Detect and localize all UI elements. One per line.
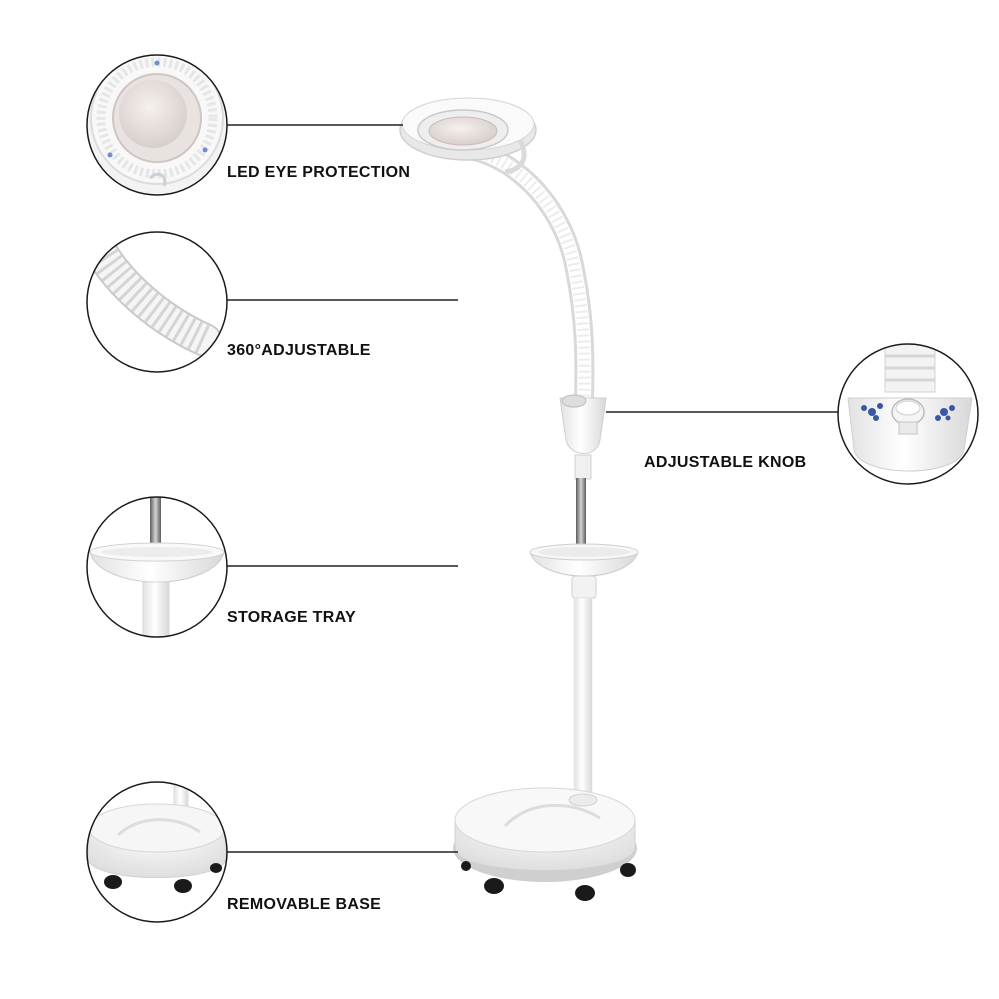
knob-housing xyxy=(559,394,607,480)
lamp-head xyxy=(399,97,537,175)
callout-360-adjustable: 360°ADJUSTABLE xyxy=(227,342,371,359)
callout-removable-base: REMOVABLE BASE xyxy=(227,896,382,913)
detail-led-ring xyxy=(86,54,228,196)
storage-tray xyxy=(529,543,639,599)
metal-pole xyxy=(576,478,586,556)
caster-wheels xyxy=(461,861,636,901)
callout-led-eye-protection: LED EYE PROTECTION xyxy=(227,164,411,181)
detail-removable-base xyxy=(86,781,228,923)
leader-lines xyxy=(227,124,838,853)
callout-adjustable-knob: ADJUSTABLE KNOB xyxy=(644,454,807,471)
rolling-base xyxy=(453,787,637,901)
detail-adjustable-knob xyxy=(837,343,979,485)
callout-storage-tray: STORAGE TRAY xyxy=(227,609,356,626)
detail-storage-tray xyxy=(86,496,228,638)
detail-gooseneck xyxy=(86,231,228,373)
white-pole xyxy=(573,597,593,799)
lamp-main xyxy=(399,97,639,901)
